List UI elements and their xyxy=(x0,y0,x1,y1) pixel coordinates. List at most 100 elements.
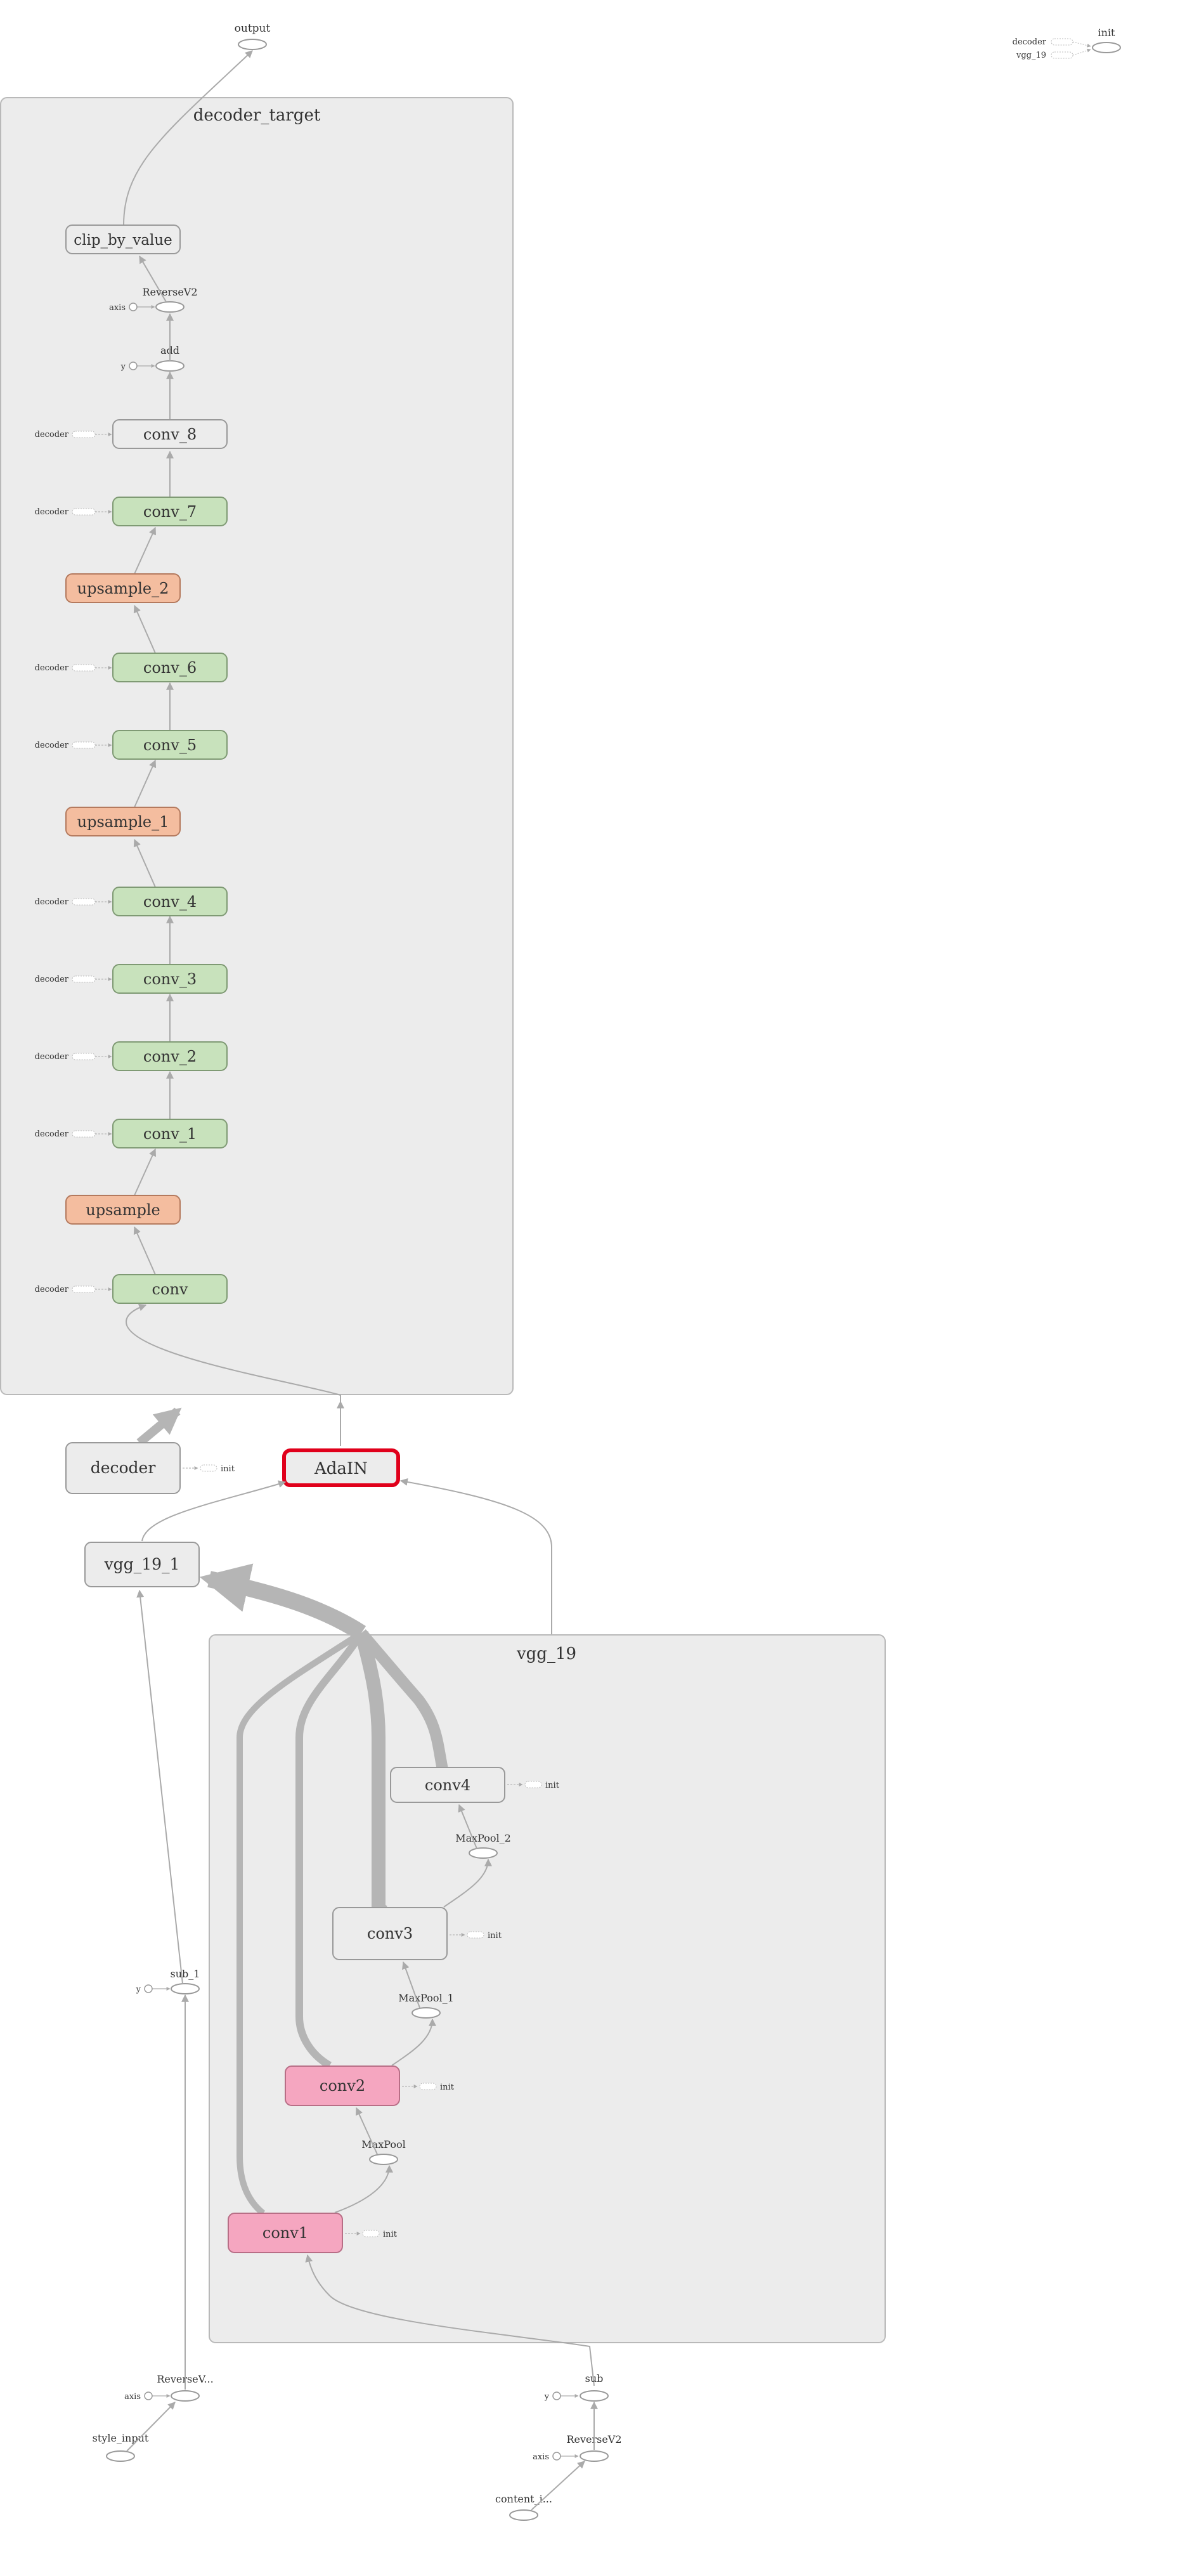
decoder-ref-conv-1[interactable]: decoder xyxy=(35,1129,112,1139)
vgg-conv4-init-label: init xyxy=(545,1781,560,1790)
reverse-content-node[interactable] xyxy=(580,2450,609,2462)
vgg-conv4-node[interactable]: conv4 xyxy=(390,1767,505,1803)
init-node[interactable] xyxy=(1092,42,1121,53)
vgg-conv1-label: conv1 xyxy=(262,2224,308,2242)
content-input-node[interactable] xyxy=(509,2509,538,2521)
sub-y-const[interactable] xyxy=(552,2391,561,2400)
decoder-ref-conv-3[interactable]: decoder xyxy=(35,975,112,984)
vgg-conv3-label: conv3 xyxy=(367,1925,413,1942)
conv-4-node[interactable]: conv_4 xyxy=(112,887,228,916)
reverse-content-axis-const[interactable] xyxy=(552,2452,561,2461)
vgg-conv1-init-label: init xyxy=(383,2230,398,2239)
vgg-conv2-label: conv2 xyxy=(320,2077,365,2095)
conv-1-node[interactable]: conv_1 xyxy=(112,1119,228,1148)
vgg-19-1-node[interactable]: vgg_19_1 xyxy=(84,1542,200,1587)
dt-reverse-axis-const[interactable] xyxy=(129,302,138,311)
vgg-conv2-init-label: init xyxy=(440,2083,455,2092)
conv-5-node[interactable]: conv_5 xyxy=(112,730,228,760)
decoder-ref-conv-6[interactable]: decoder xyxy=(35,663,112,673)
vgg-conv4-init-ref[interactable]: init xyxy=(507,1781,560,1790)
style-input-label: style_input xyxy=(93,2432,149,2444)
conv-4-label: conv_4 xyxy=(143,893,197,911)
vgg-bundle-edges xyxy=(199,1563,448,2216)
decoder-ref-conv-8[interactable]: decoder xyxy=(35,430,112,439)
conv-6-label: conv_6 xyxy=(143,659,197,677)
maxpool-node[interactable] xyxy=(369,2154,398,2165)
sub-1-node[interactable] xyxy=(171,1983,200,1994)
decoder-ref-conv[interactable]: decoder xyxy=(35,1285,112,1294)
conv-2-node[interactable]: conv_2 xyxy=(112,1041,228,1071)
decoder-ref-label: decoder xyxy=(35,741,69,750)
decoder-target-title: decoder_target xyxy=(193,106,321,125)
init-decoder-label: decoder xyxy=(1013,37,1047,47)
decoder-ref-label: decoder xyxy=(35,507,69,517)
decoder-ref-label: decoder xyxy=(35,663,69,673)
init-decoder-ref[interactable] xyxy=(1051,38,1073,46)
vgg-conv3-init-label: init xyxy=(488,1931,502,1941)
upsample-2-node[interactable]: upsample_2 xyxy=(65,573,181,603)
decoder-ref-label: decoder xyxy=(35,1052,69,1062)
decoder-ref-label: decoder xyxy=(35,897,69,907)
upsample-2-label: upsample_2 xyxy=(77,580,169,597)
vgg-conv2-node[interactable]: conv2 xyxy=(285,2065,400,2106)
sub-y-label: y xyxy=(544,2392,550,2402)
output-node[interactable] xyxy=(238,39,267,50)
decoder-ref-label: decoder xyxy=(35,975,69,984)
maxpool-2-label: MaxPool_2 xyxy=(455,1832,511,1844)
decoder-ref-label: decoder xyxy=(35,430,69,439)
decoder-init-ref[interactable]: init xyxy=(183,1464,235,1474)
reverse-trunc-node[interactable] xyxy=(171,2390,200,2402)
vgg-conv3-node[interactable]: conv3 xyxy=(332,1907,448,1960)
sub-1-y-const[interactable] xyxy=(144,1984,153,1993)
reverse-trunc-axis-const[interactable] xyxy=(144,2391,153,2400)
conv-2-label: conv_2 xyxy=(143,1048,197,1065)
conv-7-node[interactable]: conv_7 xyxy=(112,497,228,526)
upsample-node[interactable]: upsample xyxy=(65,1195,181,1225)
decoder-ref-conv-4[interactable]: decoder xyxy=(35,897,112,907)
dt-add-node[interactable] xyxy=(155,360,185,372)
sub-1-label: sub_1 xyxy=(171,1968,200,1980)
adain-node[interactable]: AdaIN xyxy=(282,1448,400,1487)
vgg-conv1-init-ref[interactable]: init xyxy=(345,2230,398,2239)
dt-reverse-label: ReverseV2 xyxy=(142,286,197,298)
decoder-node[interactable]: decoder xyxy=(65,1442,181,1494)
dt-reverse-node[interactable] xyxy=(155,301,185,313)
sub-1-y-label: y xyxy=(136,1985,141,1994)
conv-8-label: conv_8 xyxy=(143,426,197,443)
decoder-ref-conv-7[interactable]: decoder xyxy=(35,507,112,517)
decoder-ref-label: decoder xyxy=(35,1285,69,1294)
adain-label: AdaIN xyxy=(314,1459,368,1478)
conv-3-node[interactable]: conv_3 xyxy=(112,964,228,994)
upsample-1-node[interactable]: upsample_1 xyxy=(65,807,181,836)
vgg-conv2-init-ref[interactable]: init xyxy=(402,2083,455,2092)
output-label: output xyxy=(235,22,271,35)
conv-7-label: conv_7 xyxy=(143,503,197,521)
conv-1-label: conv_1 xyxy=(143,1125,197,1143)
dt-add-y-const[interactable] xyxy=(129,361,138,370)
vgg-conv4-label: conv4 xyxy=(425,1776,470,1794)
maxpool-1-label: MaxPool_1 xyxy=(398,1992,454,2004)
dt-add-y-label: y xyxy=(120,362,126,372)
vgg-conv3-init-ref[interactable]: init xyxy=(450,1931,502,1941)
vgg-19-1-label: vgg_19_1 xyxy=(104,1555,180,1573)
style-input-node[interactable] xyxy=(106,2450,135,2462)
conv-3-label: conv_3 xyxy=(143,970,197,988)
conv-node[interactable]: conv xyxy=(112,1274,228,1304)
vgg-conv1-node[interactable]: conv1 xyxy=(228,2213,343,2253)
sub-node[interactable] xyxy=(580,2390,609,2402)
clip-by-value-label: clip_by_value xyxy=(74,232,172,249)
dt-reverse-axis-label: axis xyxy=(109,303,126,313)
maxpool-1-node[interactable] xyxy=(412,2007,441,2019)
init-vgg-ref[interactable] xyxy=(1051,51,1073,59)
decoder-ref-label: decoder xyxy=(35,1129,69,1139)
decoder-ref-conv-2[interactable]: decoder xyxy=(35,1052,112,1062)
init-group: init decoder vgg_19 xyxy=(1013,27,1121,60)
conv-6-node[interactable]: conv_6 xyxy=(112,653,228,682)
conv-8-node[interactable]: conv_8 xyxy=(112,419,228,449)
decoder-ref-conv-5[interactable]: decoder xyxy=(35,741,112,750)
maxpool-2-node[interactable] xyxy=(469,1847,498,1859)
clip-by-value-node[interactable]: clip_by_value xyxy=(65,224,181,254)
upsample-label: upsample xyxy=(86,1201,160,1219)
